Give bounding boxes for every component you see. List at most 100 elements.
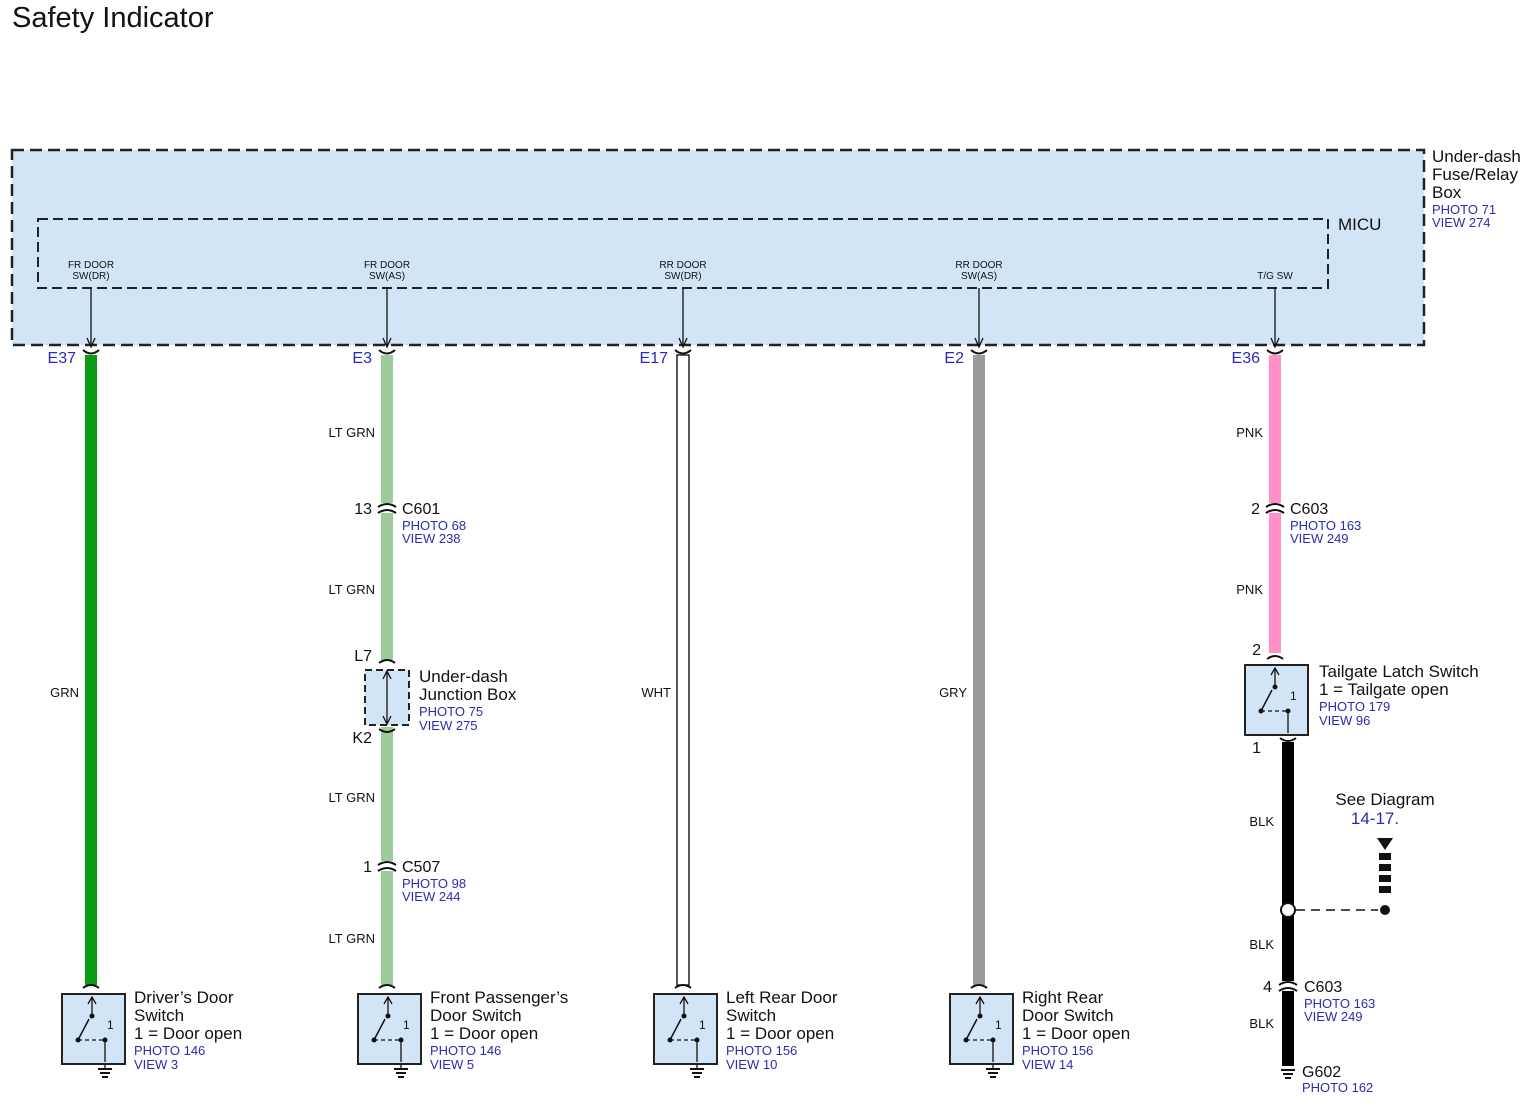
door-switch-box xyxy=(949,993,1014,1065)
see-diagram-ref: 14-17. xyxy=(1351,809,1399,828)
see-diagram-arrow-icon xyxy=(1377,838,1393,850)
connector-photo: PHOTO 98 xyxy=(402,876,466,891)
arrow-icon xyxy=(975,995,985,1005)
connector-icon xyxy=(1265,509,1285,514)
connector-view: VIEW 238 xyxy=(402,531,461,546)
see-diagram-bar xyxy=(1379,886,1391,893)
page-title: Safety Indicator xyxy=(12,2,214,34)
terminal-cup-icon xyxy=(378,728,396,733)
ground-name: G602 xyxy=(1302,1064,1341,1081)
wire-color-label: LT GRN xyxy=(329,582,375,597)
device-name: Switch xyxy=(726,1006,776,1025)
fuse-box-name: Box xyxy=(1432,183,1462,202)
arrow-icon xyxy=(678,337,688,349)
micu-pin-label: FR DOOR xyxy=(364,260,410,271)
terminal-cup-icon xyxy=(378,349,396,355)
wire-color-label: BLK xyxy=(1249,814,1274,829)
switch-position-label: 1 xyxy=(995,1018,1002,1032)
device-name: Right Rear xyxy=(1022,988,1104,1007)
see-diagram-bar xyxy=(1379,853,1391,860)
see-diagram-text: See Diagram xyxy=(1335,790,1434,809)
arrow-icon xyxy=(974,337,984,349)
switch-position-label: 1 xyxy=(403,1018,410,1032)
ground-photo: PHOTO 162 xyxy=(1302,1080,1373,1095)
terminal-cup-icon xyxy=(970,984,988,989)
see-diagram-bar xyxy=(1379,864,1391,871)
terminal-cup-icon xyxy=(1266,349,1284,355)
terminal-cup-icon xyxy=(1266,655,1284,660)
micu-pin-label: T/G SW xyxy=(1257,271,1293,282)
terminal-cup-icon xyxy=(1279,737,1297,742)
wire-color-label: PNK xyxy=(1236,582,1263,597)
connector-icon xyxy=(377,867,397,872)
wire-color-label: BLK xyxy=(1249,1016,1274,1031)
connector-pin: 1 xyxy=(363,859,372,876)
device-photo: PHOTO 156 xyxy=(726,1043,797,1058)
link-end xyxy=(1380,905,1390,915)
micu-label: MICU xyxy=(1338,215,1381,234)
connector-name: C603 xyxy=(1290,501,1328,518)
arrow-icon xyxy=(382,337,392,349)
wire xyxy=(676,354,690,986)
see-diagram-bar xyxy=(1379,875,1391,882)
device-name: 1 = Tailgate open xyxy=(1319,680,1449,699)
device-name: 1 = Door open xyxy=(430,1024,538,1043)
connector-icon xyxy=(377,503,397,508)
switch-contact xyxy=(977,1013,983,1019)
junction-bottom-pin: K2 xyxy=(352,730,372,747)
terminal-label: E36 xyxy=(1232,350,1261,367)
arrow-icon xyxy=(383,995,393,1005)
connector-icon xyxy=(1278,981,1298,986)
connector-photo: PHOTO 163 xyxy=(1290,518,1361,533)
connector-icon xyxy=(377,509,397,514)
terminal-cup-icon xyxy=(970,349,988,355)
micu-pin-label: FR DOOR xyxy=(68,260,114,271)
wire-color-label: PNK xyxy=(1236,425,1263,440)
micu-pin-label: RR DOOR xyxy=(659,260,706,271)
device-photo: PHOTO 179 xyxy=(1319,699,1390,714)
wire-color-label: GRN xyxy=(50,685,79,700)
switch-contact xyxy=(681,1013,687,1019)
micu-pin-label: SW(AS) xyxy=(961,271,997,282)
connector-pin: 4 xyxy=(1263,979,1272,996)
door-switch-box xyxy=(61,993,126,1065)
connector-view: VIEW 249 xyxy=(1304,1009,1363,1024)
terminal-label: E17 xyxy=(640,350,669,367)
connector-view: VIEW 249 xyxy=(1290,531,1349,546)
door-switch-box xyxy=(1244,664,1309,736)
switch-blade xyxy=(373,1018,386,1041)
switch-position-label: 1 xyxy=(107,1018,114,1032)
device-view: VIEW 96 xyxy=(1319,713,1370,728)
connector-view: VIEW 244 xyxy=(402,889,461,904)
device-view: VIEW 14 xyxy=(1022,1057,1073,1072)
connector-name: C507 xyxy=(402,859,440,876)
device-name: Left Rear Door xyxy=(726,988,838,1007)
switch-blade xyxy=(965,1018,978,1041)
junction-photo: PHOTO 75 xyxy=(419,704,483,719)
device-view: VIEW 5 xyxy=(430,1057,474,1072)
connector-pin: 2 xyxy=(1251,501,1260,518)
switch-blade xyxy=(669,1018,682,1041)
fuse-relay-box xyxy=(10,148,1426,347)
switch-top-pin: 2 xyxy=(1252,642,1261,659)
junction-name: Under-dash xyxy=(419,667,508,686)
device-name: Tailgate Latch Switch xyxy=(1319,662,1479,681)
wire-color-label: WHT xyxy=(641,685,671,700)
wire-color-label: BLK xyxy=(1249,937,1274,952)
wire-color-label: LT GRN xyxy=(329,425,375,440)
switch-contact xyxy=(1272,684,1278,690)
arrow-icon xyxy=(382,715,392,726)
terminal-cup-icon xyxy=(378,659,396,664)
terminal-label: E2 xyxy=(944,350,964,367)
door-switch-box xyxy=(653,993,718,1065)
micu-pin-label: RR DOOR xyxy=(955,260,1002,271)
device-name: Door Switch xyxy=(430,1006,522,1025)
junction-view: VIEW 275 xyxy=(419,718,478,733)
device-name: Driver’s Door xyxy=(134,988,234,1007)
fuse-box-name: Under-dash xyxy=(1432,147,1521,166)
arrow-icon xyxy=(1270,666,1280,676)
fuse-box-name: Fuse/Relay xyxy=(1432,165,1518,184)
arrow-icon xyxy=(86,337,96,349)
device-name: Switch xyxy=(134,1006,184,1025)
